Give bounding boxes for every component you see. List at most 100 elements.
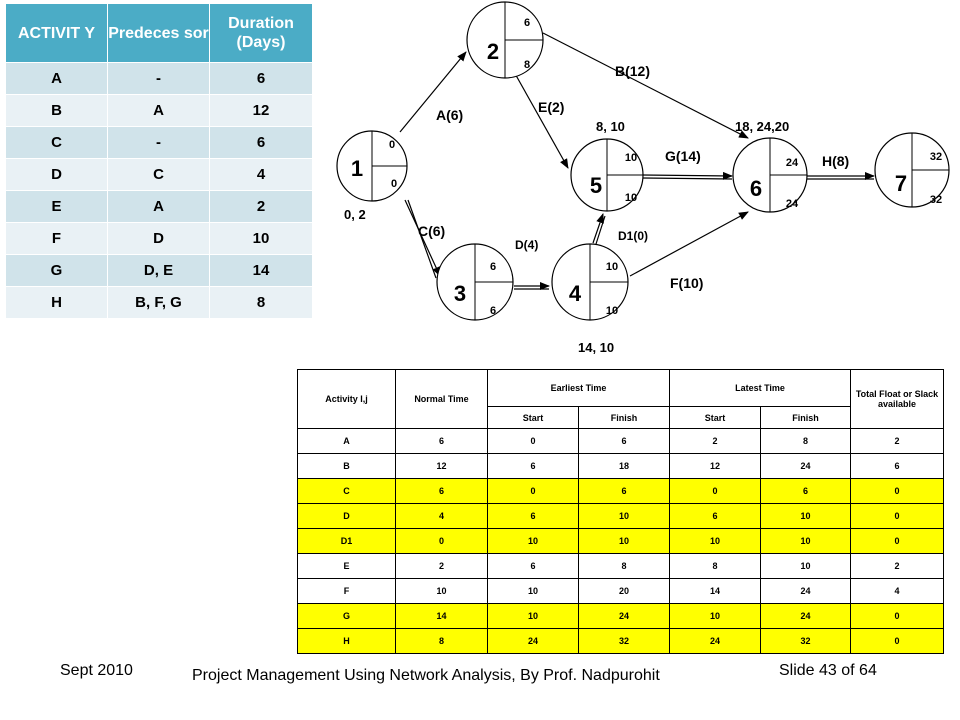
edge-label-h: H(8) [822,153,849,169]
node-3: 3 6 6 [436,243,514,321]
cell: 10 [209,222,313,255]
cell: 6 [669,503,761,529]
table-row: A-6 [5,62,313,95]
node-top-value: 24 [786,157,799,169]
cell: 10 [759,553,852,579]
activity-table-header: ACTIVIT Y Predeces sor Duration (Days) [5,3,313,63]
edge-d1 [592,213,604,244]
header-activity-ij: Activity I,j [297,369,396,429]
node-number: 6 [750,176,762,201]
cell: 10 [669,603,761,629]
header-normal-time: Normal Time [395,369,488,429]
cell: D, E [107,254,210,287]
cell: 2 [850,428,945,454]
edge-label-a: A(6) [436,107,463,123]
edge-b [542,32,749,139]
cell: A [107,190,210,223]
edge-label-b: B(12) [615,63,650,79]
annotation-node-6: 18, 24,20 [735,119,789,134]
cell: 2 [395,553,488,579]
cell: 24 [759,578,852,604]
header-latest-time: Latest Time [668,369,852,407]
cell: 8 [209,286,313,319]
node-number: 3 [454,281,466,306]
node-number: 5 [590,173,602,198]
cell: A [5,62,108,95]
header-total-float: Total Float or Slack available [850,369,945,429]
cell: 6 [209,62,313,95]
cell: C [297,478,396,504]
cell: 0 [850,478,945,504]
cell: G [5,254,108,287]
cell: C [107,158,210,191]
cell: E [297,553,396,579]
node-number: 1 [351,156,363,181]
node-5: 5 10 10 [570,138,644,212]
cell: D [107,222,210,255]
edge-g-double [642,177,733,180]
cell: 4 [850,578,945,604]
cell: 8 [759,428,852,454]
cell: 8 [578,553,670,579]
cell: 6 [395,428,488,454]
cell: 8 [669,553,761,579]
cell: 0 [850,603,945,629]
cell: 6 [578,478,670,504]
cell: 14 [669,578,761,604]
cell: 6 [395,478,488,504]
cell: A [107,94,210,127]
edge-label-f: F(10) [670,275,703,291]
cell: 6 [578,428,670,454]
annotation-node-1: 0, 2 [344,207,366,222]
header-earliest-finish: Finish [578,406,670,429]
node-top-value: 6 [490,261,496,273]
node-7: 7 32 32 [874,132,950,208]
edge-label-d1: D1(0) [618,229,648,243]
cell: 20 [578,578,670,604]
cell: 0 [487,428,579,454]
cell: 10 [759,503,852,529]
edge-c-double [407,199,437,279]
annotation-node-4: 14, 10 [578,340,614,355]
node-top-value: 0 [389,139,395,151]
cell: 32 [578,628,670,654]
header-latest-start: Start [669,406,761,429]
edge-g [642,171,733,180]
node-top-value: 32 [930,151,942,163]
cell: 6 [850,453,945,479]
cell: 0 [850,503,945,529]
node-2: 2 6 8 [466,1,544,79]
cell: B [5,94,108,127]
cell: 8 [395,628,488,654]
header-earliest-time: Earliest Time [487,369,670,407]
activity-table: ACTIVIT Y Predeces sor Duration (Days) A… [5,3,313,319]
cell: E [5,190,108,223]
cell: 0 [395,528,488,554]
node-1: 1 0 0 [336,130,408,202]
node-bottom-value: 32 [930,194,942,206]
cell: 24 [487,628,579,654]
cell: 10 [395,578,488,604]
cell: C [5,126,108,159]
schedule-table: Activity I,j Normal Time Earliest Time L… [297,369,945,654]
cell: A [297,428,396,454]
edge-label-d: D(4) [515,238,538,252]
node-number: 2 [487,39,499,64]
cell: 6 [487,503,579,529]
footer-slide-number: Slide 43 of 64 [779,662,877,679]
cell: 12 [669,453,761,479]
node-4: 4 10 10 [551,243,629,321]
cell: 6 [487,453,579,479]
cell: D [297,503,396,529]
node-bottom-value: 8 [524,59,530,71]
cell: F [297,578,396,604]
